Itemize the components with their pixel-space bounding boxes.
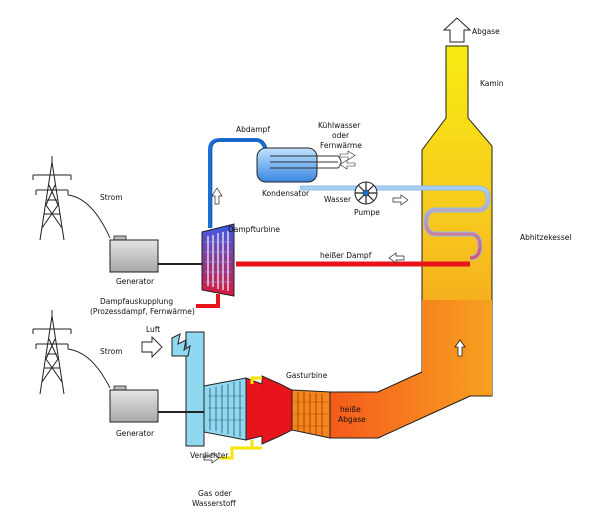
label-dampfturbine: Dampfturbine xyxy=(228,225,280,234)
label-pumpe: Pumpe xyxy=(354,208,380,217)
label-kuehlwasser-3: Fernwärme xyxy=(320,141,362,150)
label-dampfauskupplung-1: Dampfauskupplung xyxy=(100,297,173,306)
label-kamin: Kamin xyxy=(480,79,504,88)
label-generator-top: Generator xyxy=(116,277,155,286)
label-heisse-abgase-2: Abgase xyxy=(338,415,366,424)
label-gas-2: Wasserstoff xyxy=(192,499,236,508)
compressor-intake xyxy=(171,331,205,447)
label-kondensator: Kondensator xyxy=(262,189,310,198)
label-strom-top: Strom xyxy=(100,193,123,202)
compressor xyxy=(203,377,247,441)
label-abhitzekessel: Abhitzekessel xyxy=(520,233,571,242)
label-kuehlwasser-2: oder xyxy=(332,131,350,140)
exhaust-out-arrow xyxy=(442,17,472,43)
label-dampfauskupplung-2: (Prozessdampf, Fernwärme) xyxy=(90,307,195,316)
label-heisser-dampf: heißer Dampf xyxy=(320,251,372,260)
wire-bottom xyxy=(67,348,111,389)
wire-top xyxy=(67,194,111,239)
fuel-pipe xyxy=(220,376,262,460)
generator-bottom xyxy=(109,385,159,423)
fuel-arrow xyxy=(203,452,220,464)
power-pylon-bottom xyxy=(32,310,72,395)
air-in-arrow xyxy=(141,335,163,359)
label-gas-1: Gas oder xyxy=(198,489,233,498)
label-generator-bottom: Generator xyxy=(116,429,155,438)
steam-extraction-pipe xyxy=(196,294,220,308)
exhaust-duct xyxy=(330,300,492,439)
condenser xyxy=(256,147,356,183)
gas-turbine xyxy=(291,389,331,439)
generator-top xyxy=(109,235,159,273)
label-abgase: Abgase xyxy=(472,27,500,36)
label-abdampf: Abdampf xyxy=(236,125,270,134)
boiler-flow-arrow xyxy=(454,339,466,357)
label-gasturbine: Gasturbine xyxy=(286,371,328,380)
label-verdichter: Verdichter xyxy=(190,451,229,460)
pump xyxy=(354,181,378,205)
label-wasser: Wasser xyxy=(324,195,352,204)
label-strom-bottom: Strom xyxy=(100,347,123,356)
label-kuehlwasser-1: Kühlwasser xyxy=(318,121,361,130)
label-heisse-abgase-1: heiße xyxy=(340,405,361,414)
label-luft: Luft xyxy=(146,325,160,334)
power-pylon-top xyxy=(32,156,72,241)
steam-turbine xyxy=(201,223,235,297)
abdampf-arrow xyxy=(211,187,223,205)
